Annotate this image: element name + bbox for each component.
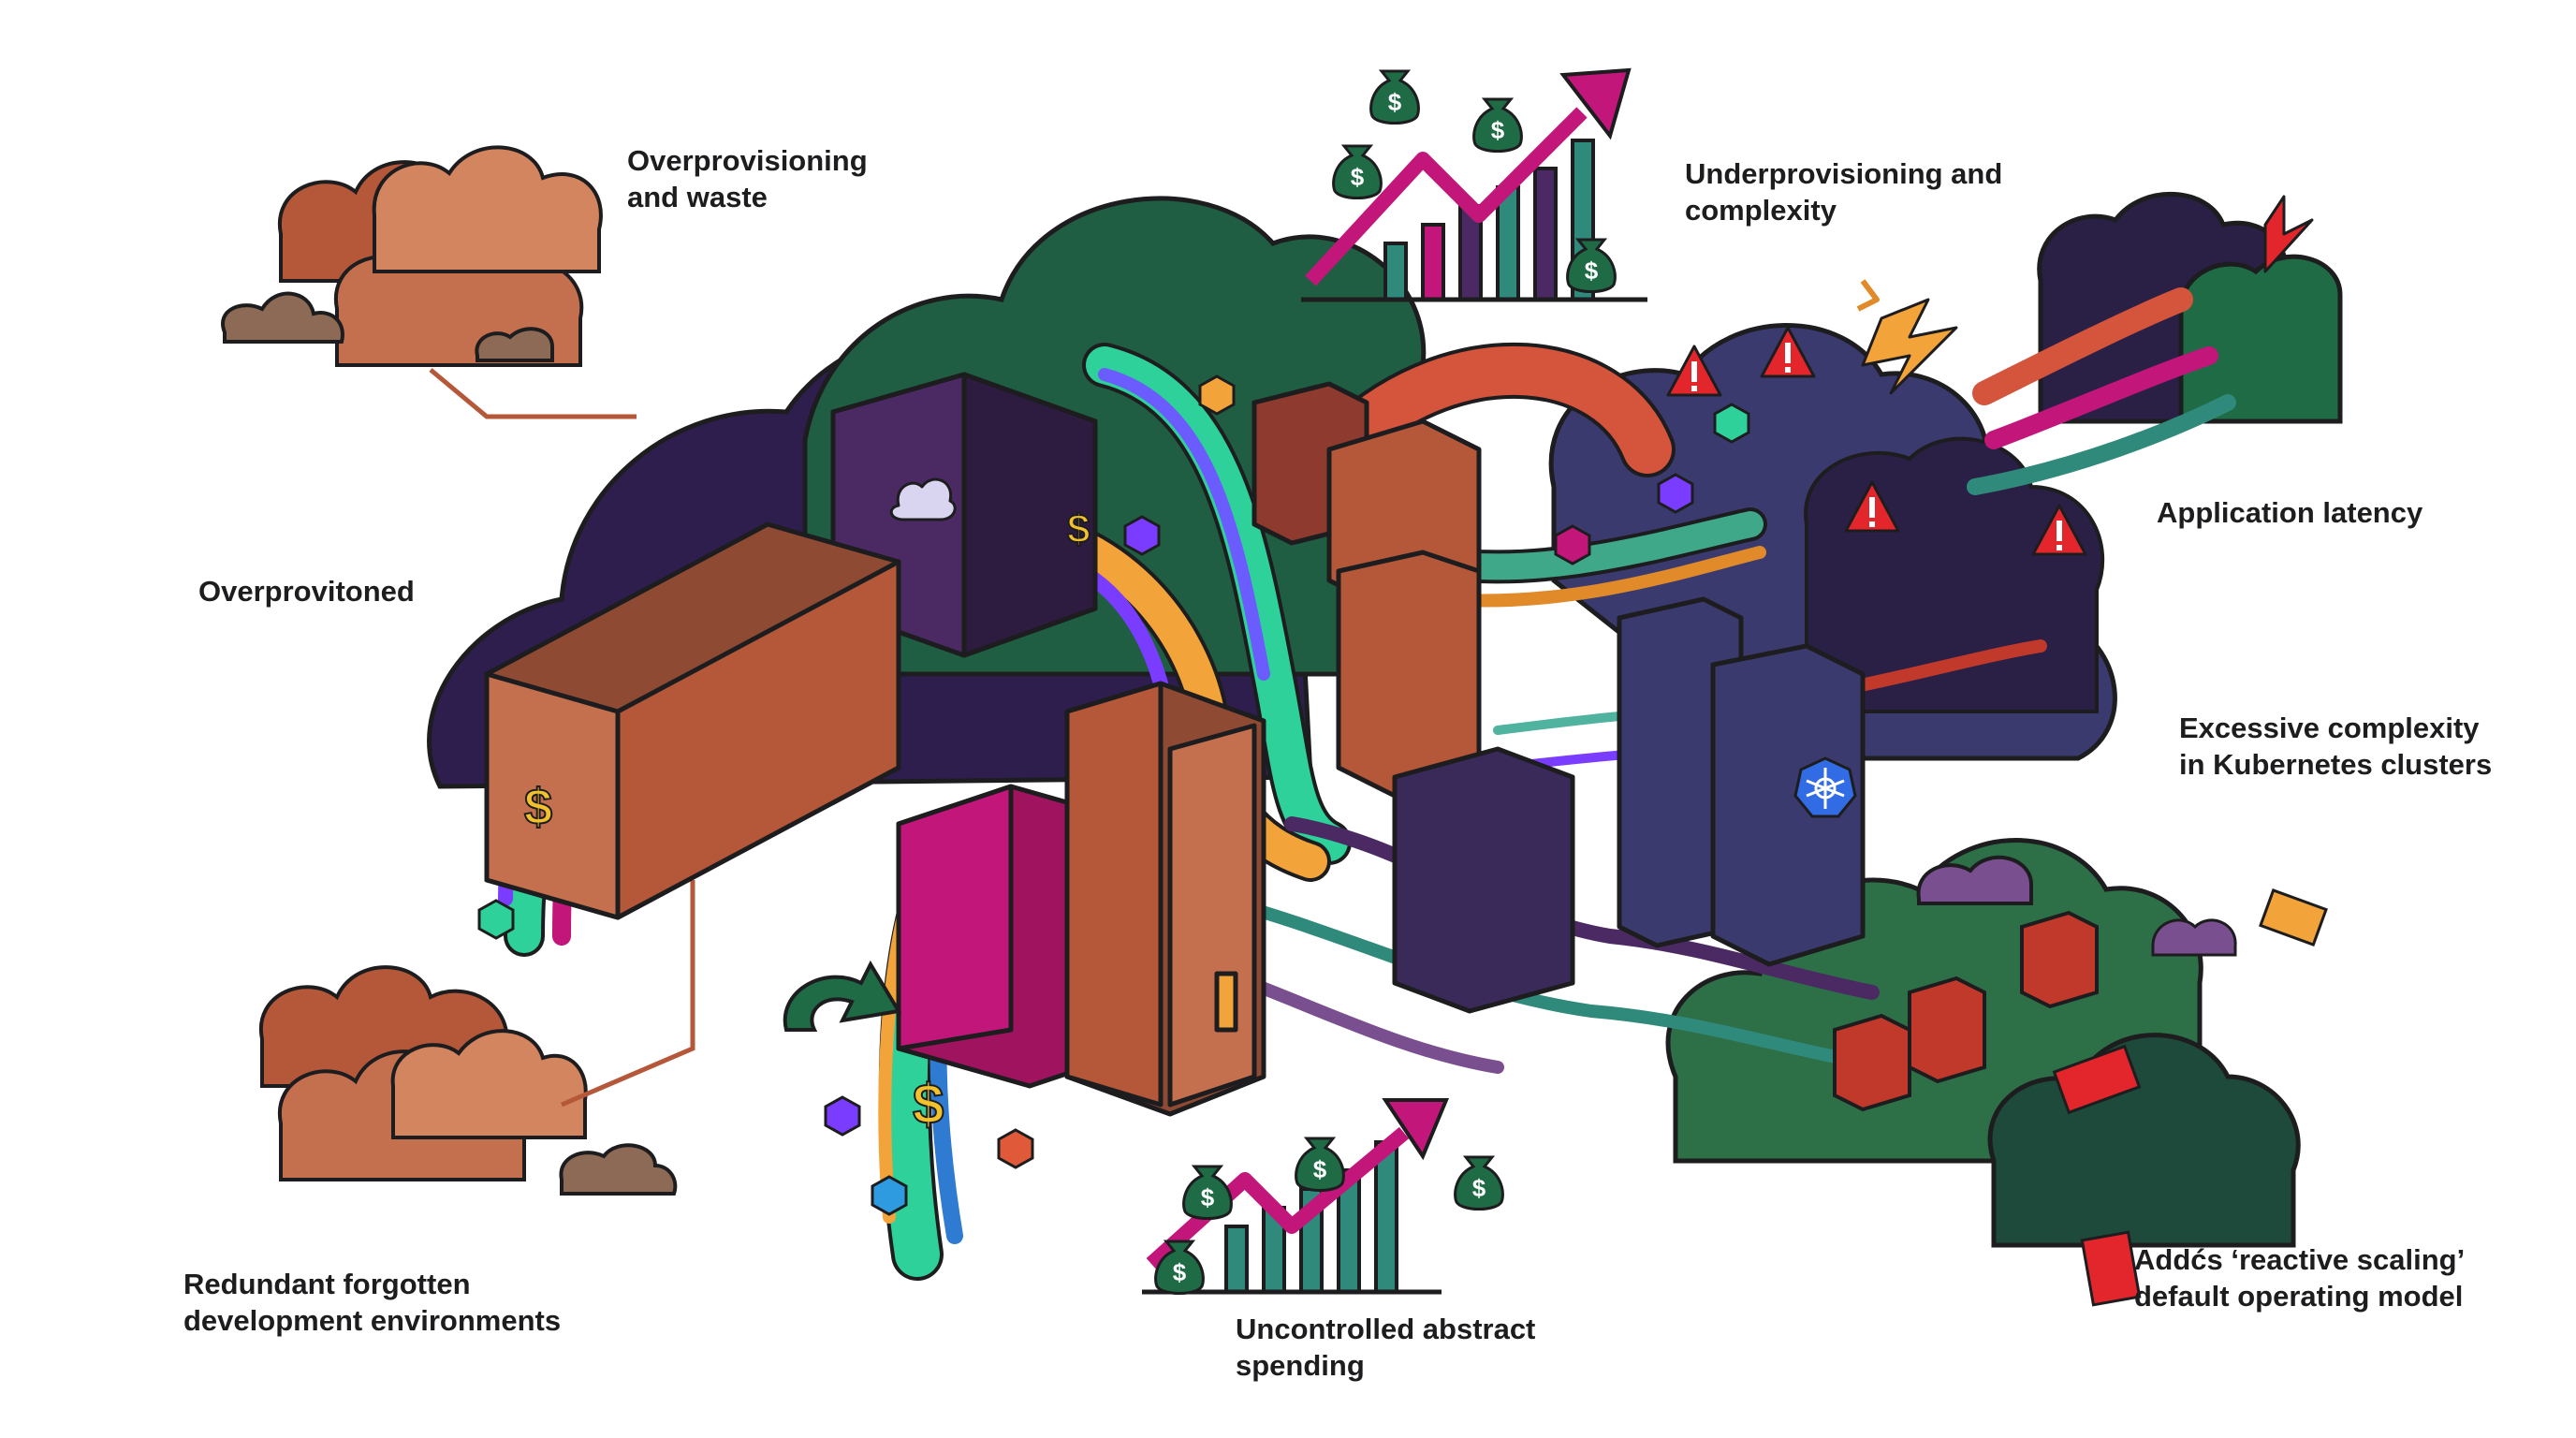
label-redundant-line2: development environments [183, 1304, 562, 1337]
label-overprovitoned-line1: Overprovitoned [198, 575, 415, 608]
label-uncontrolled-spending: Uncontrolled abstract spending [1236, 1311, 1535, 1384]
svg-text:$: $ [913, 1073, 944, 1136]
label-latency: Application latency [2157, 494, 2422, 531]
label-k8s-complexity-line1: Excessive complexity [2179, 712, 2480, 744]
label-latency-line1: Application latency [2157, 496, 2423, 529]
small-red-servers [1833, 910, 2099, 1112]
label-overprovisioning: Overprovisioning and waste [627, 142, 868, 215]
brown-cloud-cluster-top-left [221, 145, 603, 367]
money-notes [2052, 888, 2328, 1307]
label-uncontrolled-spending-line2: spending [1236, 1349, 1365, 1382]
label-reactive-scaling-line1: Addćs ‘reactive scaling’ [2134, 1243, 2466, 1276]
label-underprovisioning-line1: Underprovisioning and [1685, 157, 2003, 190]
label-overprovisioning-line2: and waste [627, 181, 768, 213]
label-redundant-line1: Redundant forgotten [183, 1268, 471, 1300]
kubernetes-icon [1793, 756, 1857, 818]
latency-cloud [2037, 191, 2343, 424]
label-underprovisioning-line2: complexity [1685, 194, 1837, 227]
svg-text:$: $ [1067, 506, 1090, 552]
svg-text:$: $ [524, 779, 552, 835]
money-bag-icons-bottom [1154, 1137, 1504, 1295]
trend-chart-top [1301, 67, 1647, 302]
label-k8s-complexity-line2: in Kubernetes clusters [2179, 748, 2493, 781]
trend-chart-bottom [1142, 1098, 1449, 1295]
brown-cloud-cluster-bottom-left [258, 965, 678, 1196]
label-uncontrolled-spending-line1: Uncontrolled abstract [1236, 1313, 1536, 1345]
label-k8s-complexity: Excessive complexity in Kubernetes clust… [2179, 710, 2492, 783]
dollar-icons: $ $ $ [523, 506, 1090, 1137]
recycle-arrow-icon [783, 960, 902, 1032]
label-reactive-scaling-line2: default operating model [2134, 1280, 2464, 1313]
label-overprovisioning-line1: Overprovisioning [627, 144, 868, 177]
label-reactive-scaling: Addćs ‘reactive scaling’ default operati… [2134, 1241, 2465, 1314]
spark-icons [1856, 195, 2314, 395]
label-underprovisioning: Underprovisioning and complexity [1685, 155, 2002, 228]
server-racks [484, 372, 1866, 1117]
label-redundant: Redundant forgotten development environm… [183, 1266, 561, 1339]
label-overprovitoned: Overprovitoned [198, 573, 415, 609]
